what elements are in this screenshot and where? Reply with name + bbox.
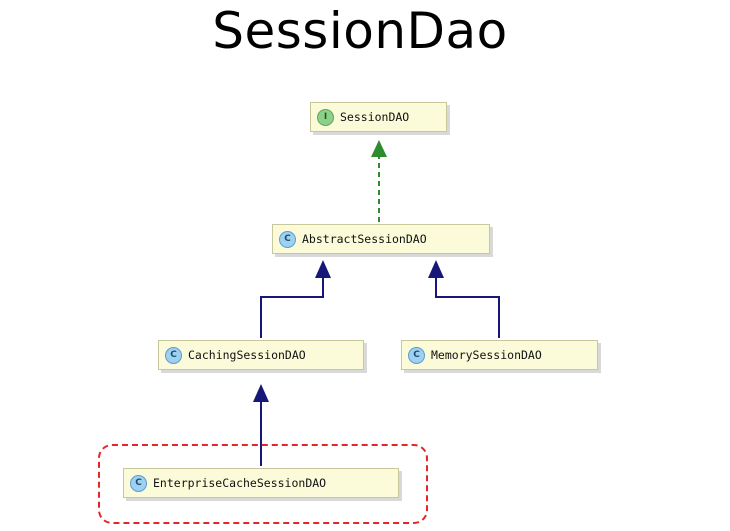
class-icon: C (130, 474, 147, 492)
node-caching-session-dao[interactable]: C CachingSessionDAO (158, 340, 364, 370)
node-abstract-session-dao[interactable]: C AbstractSessionDAO (272, 224, 490, 254)
highlight-dashed-box (98, 444, 428, 524)
extends-arrowhead-enterprise (253, 384, 269, 402)
node-label: AbstractSessionDAO (302, 232, 427, 246)
node-label: CachingSessionDAO (188, 348, 306, 362)
implements-arrowhead (371, 140, 387, 157)
node-label: MemorySessionDAO (431, 348, 542, 362)
class-icon: C (165, 346, 182, 364)
extends-line-caching (260, 278, 324, 338)
class-icon: C (279, 230, 296, 248)
extends-line-memory (435, 278, 500, 338)
interface-icon: I (317, 108, 334, 126)
diagram-title: SessionDao (212, 2, 508, 60)
node-memory-session-dao[interactable]: C MemorySessionDAO (401, 340, 598, 370)
node-session-dao[interactable]: I SessionDAO (310, 102, 447, 132)
node-label: EnterpriseCacheSessionDAO (153, 476, 327, 490)
extends-arrowhead-memory (428, 260, 444, 278)
extends-arrowhead-caching (315, 260, 331, 278)
node-label: SessionDAO (340, 110, 410, 124)
class-icon: C (408, 346, 425, 364)
node-enterprise-cache-session-dao[interactable]: C EnterpriseCacheSessionDAO (123, 468, 399, 498)
